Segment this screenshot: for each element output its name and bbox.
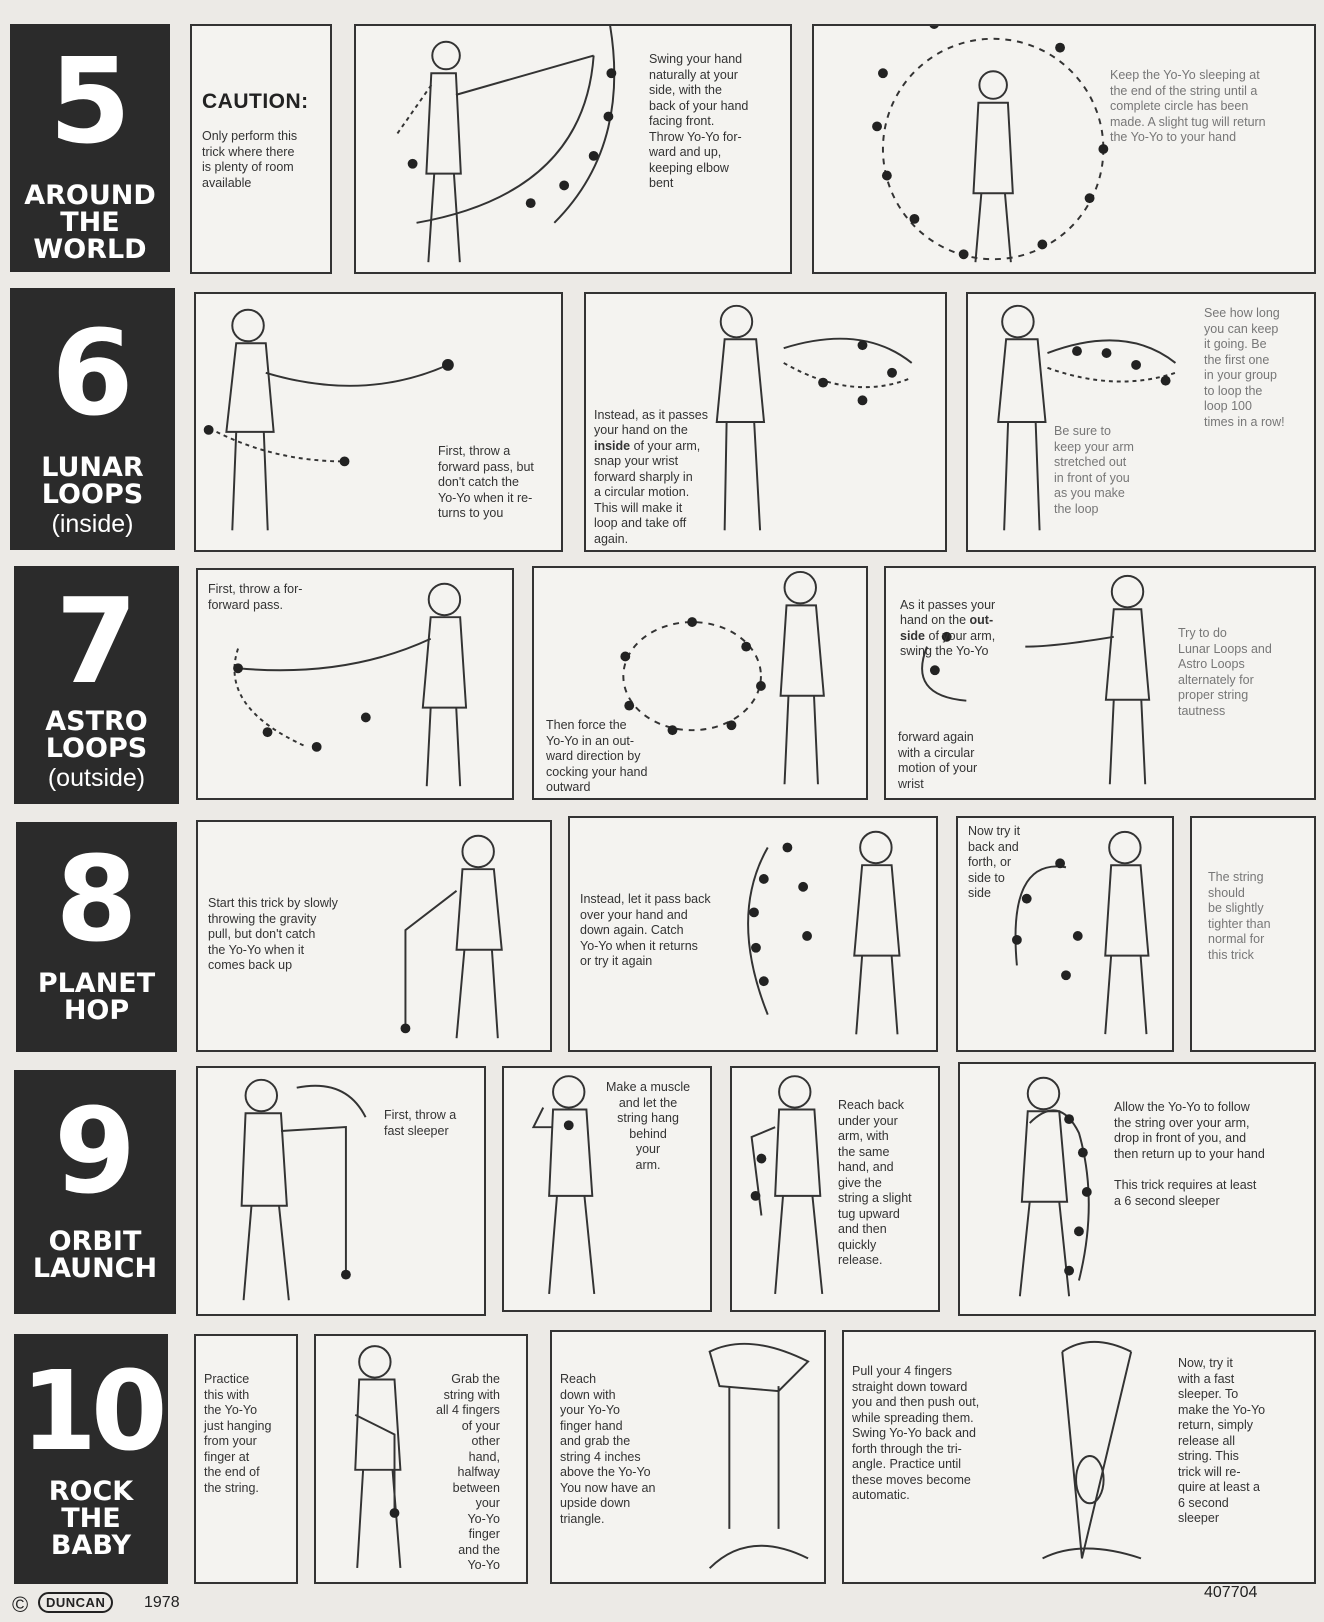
t9-muscle-panel: Make a muscle and let the string hang be… xyxy=(502,1066,712,1312)
t9-requires-text: This trick requires at least a 6 second … xyxy=(1114,1178,1256,1209)
t9-first-panel: First, throw a fast sleeper xyxy=(196,1066,486,1316)
trick-subtitle: (outside) xyxy=(14,764,179,793)
t9-muscle-text: Make a muscle and let the string hang be… xyxy=(606,1080,690,1173)
t10-reach-panel: Reach down with your Yo-Yo finger hand a… xyxy=(550,1330,826,1584)
t8-now-panel: Now try it back and forth, or side to si… xyxy=(956,816,1174,1052)
t8-instead-text: Instead, let it pass back over your hand… xyxy=(580,892,711,970)
t5-keep-panel: Keep the Yo-Yo sleeping at the end of th… xyxy=(812,24,1316,274)
t10-practice-panel: Practice this with the Yo-Yo just hangin… xyxy=(194,1334,298,1584)
t8-now-text: Now try it back and forth, or side to si… xyxy=(968,824,1020,902)
t5-swing-text: Swing your hand naturally at your side, … xyxy=(649,52,748,192)
trick-6-label: 6 LUNAR LOOPS (inside) xyxy=(10,288,175,550)
t10-pull-text: Pull your 4 fingers straight down toward… xyxy=(852,1364,979,1504)
trick-number: 7 xyxy=(14,582,179,700)
trick-7-label: 7 ASTRO LOOPS (outside) xyxy=(14,566,179,804)
trick-name: ROCK THE BABY xyxy=(14,1478,168,1559)
caution-title: CAUTION: xyxy=(202,90,309,114)
t5-swing-panel: Swing your hand naturally at your side, … xyxy=(354,24,792,274)
t7-as-panel: As it passes your hand on the out- side … xyxy=(884,566,1316,800)
caution-text: Only perform this trick where there is p… xyxy=(202,129,297,190)
trick-8-label: 8 PLANET HOP xyxy=(16,822,177,1052)
trick-number: 9 xyxy=(14,1092,176,1210)
copyright-year: 1978 xyxy=(144,1594,180,1612)
t6-instead-panel: Instead, as it passes your hand on the i… xyxy=(584,292,947,552)
copyright-symbol: © xyxy=(12,1592,28,1618)
t9-allow-text: Allow the Yo-Yo to follow the string ove… xyxy=(1114,1100,1265,1162)
t10-practice-text: Practice this with the Yo-Yo just hangin… xyxy=(204,1372,271,1496)
trick-subtitle: (inside) xyxy=(10,510,175,539)
t7-forward-text: forward again with a circular motion of … xyxy=(898,730,977,792)
t9-reach-panel: Reach back under your arm, with the same… xyxy=(730,1066,940,1312)
fast-sleeper-illustration xyxy=(198,1068,484,1314)
t9-first-text: First, throw a fast sleeper xyxy=(384,1108,456,1139)
t6-instead-text: Instead, as it passes your hand on the i… xyxy=(594,392,708,547)
t10-pull-panel: Pull your 4 fingers straight down toward… xyxy=(842,1330,1316,1584)
t5-caution-panel: CAUTION: Only perform this trick where t… xyxy=(190,24,332,274)
circle-illustration xyxy=(814,26,1314,272)
trick-5-label: 5 AROUND THE WORLD xyxy=(10,24,170,272)
trick-name: PLANET HOP xyxy=(16,970,177,1024)
t10-now-text: Now, try it with a fast sleeper. To make… xyxy=(1178,1356,1265,1527)
t8-start-text: Start this trick by slowly throwing the … xyxy=(208,896,338,974)
t5-keep-text: Keep the Yo-Yo sleeping at the end of th… xyxy=(1110,68,1266,146)
t10-reach-text: Reach down with your Yo-Yo finger hand a… xyxy=(560,1372,655,1527)
trick-name: ORBIT LAUNCH xyxy=(14,1228,176,1282)
t7-first-text: First, throw a for- forward pass. xyxy=(208,582,302,613)
t6-besure-text: Be sure to keep your arm stretched out i… xyxy=(1054,424,1134,517)
trick-number: 10 xyxy=(14,1356,168,1466)
product-code: 407704 xyxy=(1204,1584,1257,1602)
caution-text-block: CAUTION: Only perform this trick where t… xyxy=(202,74,309,191)
trick-number: 5 xyxy=(10,42,170,160)
t6-first-panel: First, throw a forward pass, but don't c… xyxy=(194,292,563,552)
t10-grab-text: Grab the string with all 4 fingers of yo… xyxy=(436,1372,500,1574)
t10-grab-panel: Grab the string with all 4 fingers of yo… xyxy=(314,1334,528,1584)
t8-instead-panel: Instead, let it pass back over your hand… xyxy=(568,816,938,1052)
t7-as-text: As it passes your hand on the out- side … xyxy=(900,582,995,660)
duncan-logo: DUNCAN xyxy=(38,1592,113,1613)
trick-number: 8 xyxy=(16,840,177,958)
trick-10-label: 10 ROCK THE BABY xyxy=(14,1334,168,1584)
trick-name: ASTRO LOOPS xyxy=(14,708,179,762)
t9-allow-panel: Allow the Yo-Yo to follow the string ove… xyxy=(958,1062,1316,1316)
t8-start-panel: Start this trick by slowly throwing the … xyxy=(196,820,552,1052)
t6-seehow-panel: See how long you can keep it going. Be t… xyxy=(966,292,1316,552)
t9-reach-text: Reach back under your arm, with the same… xyxy=(838,1098,912,1269)
t6-first-text: First, throw a forward pass, but don't c… xyxy=(438,444,534,522)
t7-force-text: Then force the Yo-Yo in an out- ward dir… xyxy=(546,718,647,796)
trick-name: AROUND THE WORLD xyxy=(10,182,170,263)
trick-number: 6 xyxy=(10,314,175,432)
t7-first-panel: First, throw a for- forward pass. xyxy=(196,568,514,800)
t8-string-text: The string should be slightly tighter th… xyxy=(1208,870,1271,963)
trick-9-label: 9 ORBIT LAUNCH xyxy=(14,1070,176,1314)
t7-force-panel: Then force the Yo-Yo in an out- ward dir… xyxy=(532,566,868,800)
t8-string-panel: The string should be slightly tighter th… xyxy=(1190,816,1316,1052)
t6-seehow-text: See how long you can keep it going. Be t… xyxy=(1204,306,1285,430)
t7-try-text: Try to do Lunar Loops and Astro Loops al… xyxy=(1178,626,1272,719)
trick-name: LUNAR LOOPS xyxy=(10,454,175,508)
